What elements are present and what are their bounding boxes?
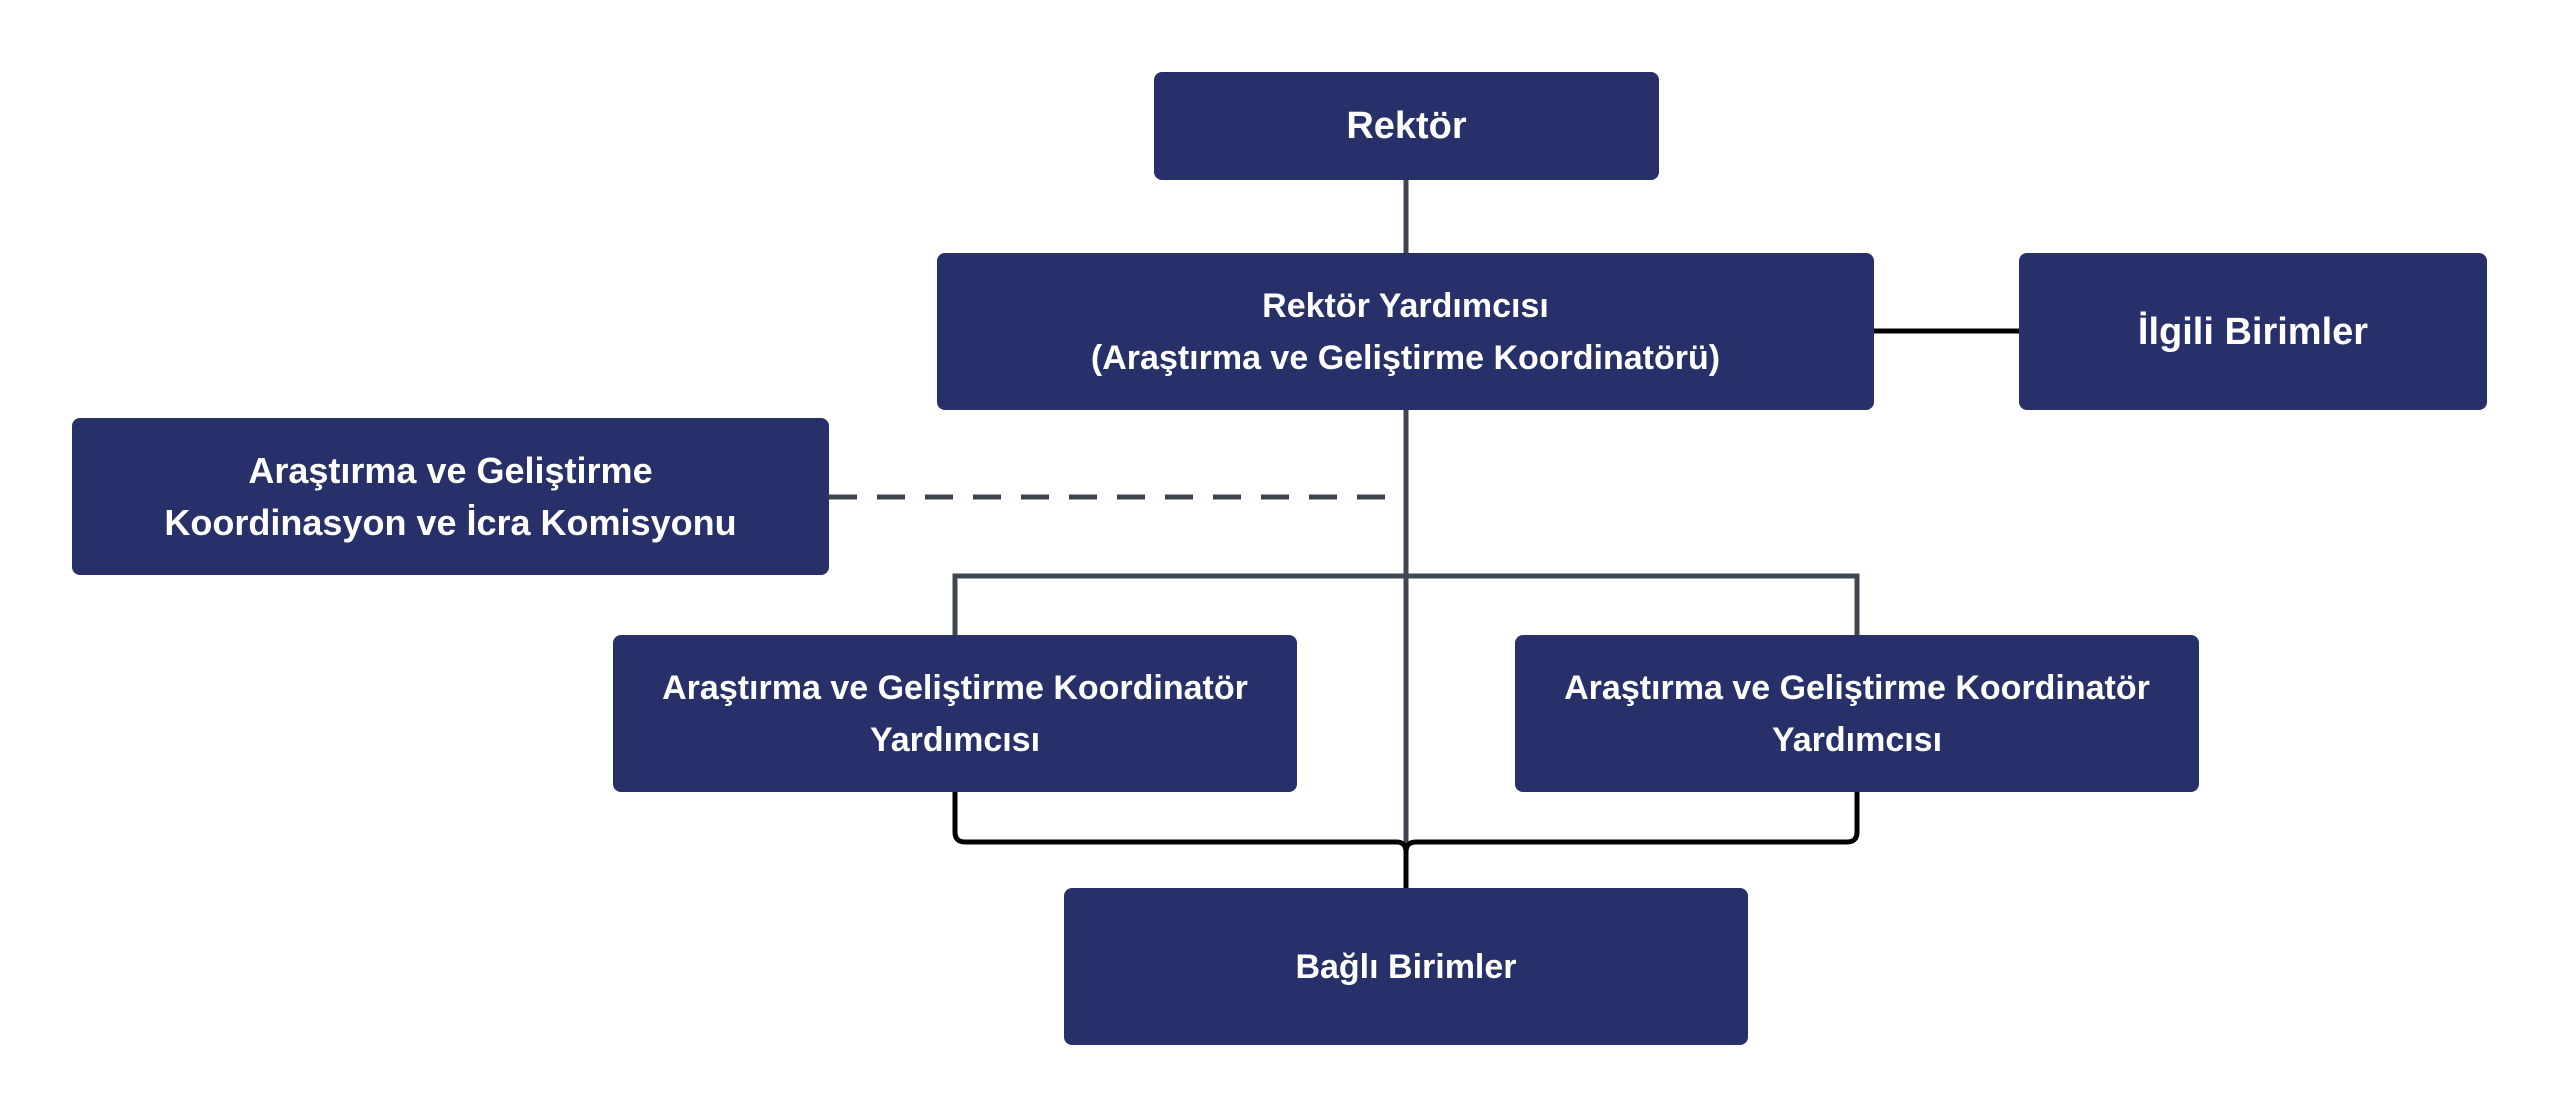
koordinator-yardimcisi-right-box: Araştırma ve Geliştirme Koordinatör Yard…: [1515, 635, 2199, 792]
connector-bracket-top: [952, 573, 1860, 635]
komisyon-box: Araştırma ve Geliştirme Koordinasyon ve …: [72, 418, 829, 575]
ilgili-birimler-label: İlgili Birimler: [2137, 310, 2369, 353]
bagli-birimler-box: Bağlı Birimler: [1064, 888, 1748, 1045]
koordinator-yardimcisi-left-line-2: Yardımcısı: [869, 720, 1041, 759]
rektor-yardimcisi-box: Rektör Yardımcısı (Araştırma ve Geliştir…: [937, 253, 1874, 410]
koordinator-yardimcisi-right-line-1: Araştırma ve Geliştirme Koordinatör: [1564, 668, 2150, 707]
rektor-yardimcisi-line-2: (Araştırma ve Geliştirme Koordinatörü): [1090, 338, 1721, 377]
bagli-birimler-label: Bağlı Birimler: [1295, 947, 1517, 986]
komisyon-line-1: Araştırma ve Geliştirme: [248, 449, 653, 491]
rektor-label: Rektör: [1346, 105, 1467, 147]
ilgili-birimler-box: İlgili Birimler: [2019, 253, 2487, 410]
rektor-box: Rektör: [1154, 72, 1659, 180]
koordinator-yardimcisi-left-box: Araştırma ve Geliştirme Koordinatör Yard…: [613, 635, 1297, 792]
koordinator-yardimcisi-left-line-1: Araştırma ve Geliştirme Koordinatör: [662, 668, 1248, 707]
komisyon-line-2: Koordinasyon ve İcra Komisyonu: [164, 501, 737, 543]
connector-bracket-bottom: [952, 792, 1860, 888]
rektor-yardimcisi-line-1: Rektör Yardımcısı: [1262, 286, 1549, 325]
koordinator-yardimcisi-right-line-2: Yardımcısı: [1771, 720, 1943, 759]
